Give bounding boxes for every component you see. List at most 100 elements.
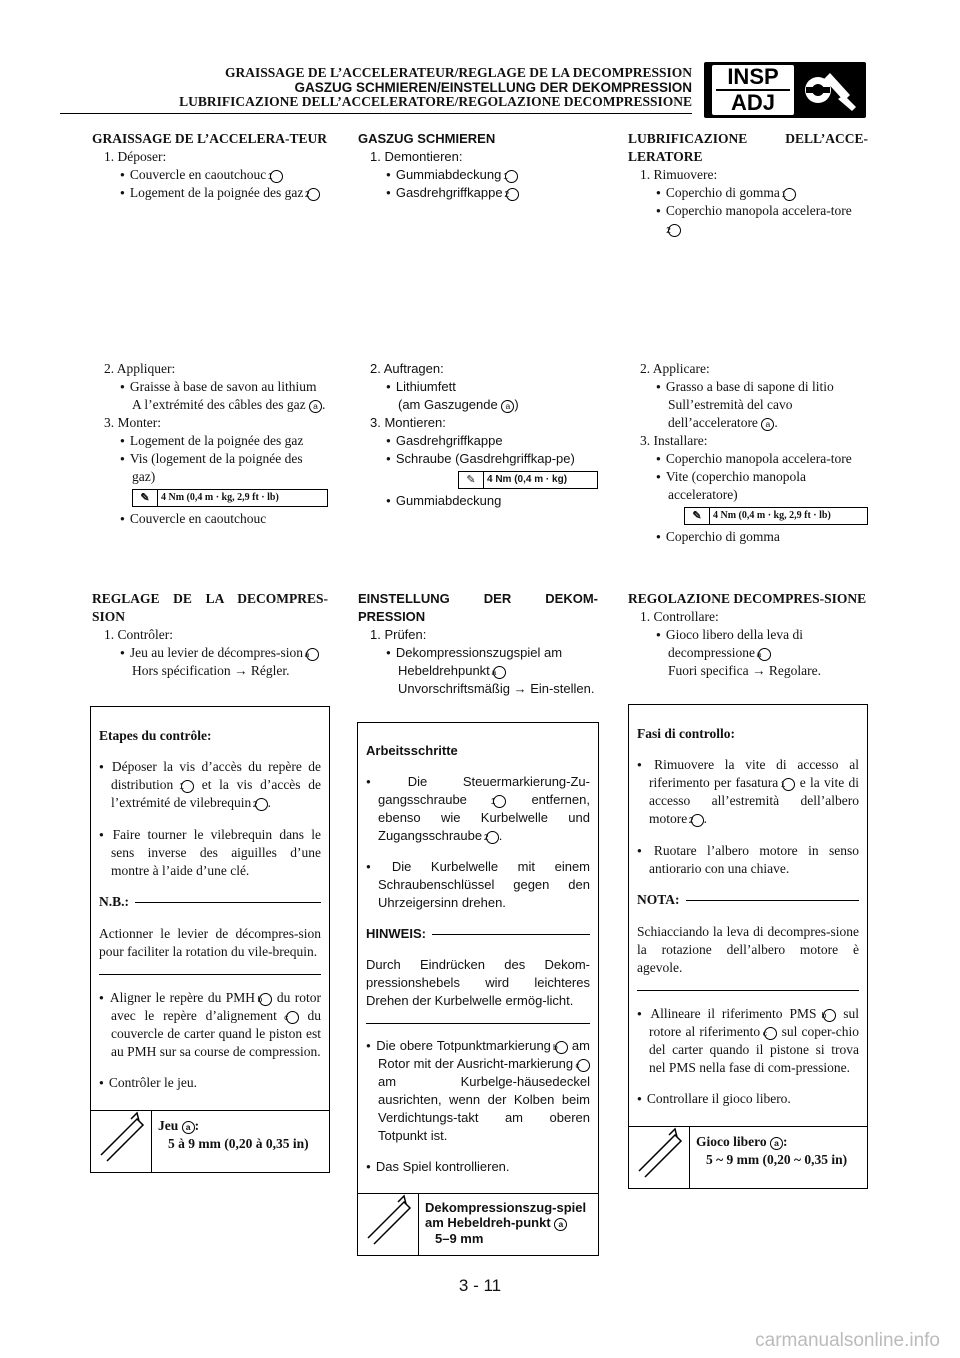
it-box-item: Controllare il gioco libero.	[637, 1090, 859, 1108]
it-section-lubrication: LUBRIFICAZIONE DELL’ACCE-LERATORE 1. Rim…	[628, 130, 868, 238]
fr-torque-spec: ✎4 Nm (0,4 m · kg, 2,9 ft · lb)	[132, 489, 328, 507]
de-bullet: Gasdrehgriffkappe 2	[358, 184, 598, 202]
fr-box-title: Etapes du contrôle:	[99, 727, 212, 743]
caliper-icon	[358, 1194, 419, 1255]
fr-step3: 3. Monter:	[104, 415, 161, 430]
de-box-item: Die Kurbelwelle mit einem Schraubenschlü…	[366, 858, 590, 912]
it-detail: Sull’estremità del cavo dell’accelerator…	[668, 397, 793, 431]
fr-spec: Jeu a:5 à 9 mm (0,20 à 0,35 in)	[91, 1109, 329, 1172]
fr-bullet: Logement de la poignée des gaz 2	[92, 184, 328, 202]
fr-check-box: Etapes du contrôle: Déposer la vis d’acc…	[90, 706, 330, 1173]
de-detail: Unvorschriftsmäßig → Ein-stellen.	[398, 681, 595, 696]
it-step3: 3. Installare:	[640, 433, 708, 448]
fr-title-lubrication: GRAISSAGE DE L’ACCELERA-TEUR	[92, 131, 328, 146]
fr-step1: 1. Déposer:	[104, 149, 167, 164]
torque-wrench-icon: ✎	[685, 508, 710, 524]
it-bullet: Coperchio manopola accelera-tore	[628, 450, 868, 468]
page-header: GRAISSAGE DE L’ACCELERATEUR/REGLAGE DE L…	[60, 65, 692, 114]
watermark: carmanualsonline.info	[755, 1330, 940, 1351]
de-note-text: Durch Eindrücken des Dekom-pressionshebe…	[366, 957, 590, 1008]
de-section-apply: 2. Auftragen: Lithiumfett (am Gaszugende…	[358, 360, 598, 510]
fr-bullet: Vis (logement de la poignée des gaz)	[92, 450, 328, 486]
it-step1: 1. Rimuovere:	[640, 167, 718, 182]
fr-note-text: Actionner le levier de décompres-sion po…	[99, 925, 321, 959]
caliper-icon	[91, 1110, 152, 1172]
fr-box-item: Contrôler le jeu.	[99, 1074, 321, 1092]
section-badge: INSP ADJ	[704, 62, 866, 118]
it-bullet: Grasso a base di sapone di litio	[628, 378, 868, 396]
de-detail: (am Gaszugende a)	[398, 397, 519, 413]
de-step2: 2. Auftragen:	[370, 361, 444, 376]
de-step3: 3. Montieren:	[370, 415, 446, 430]
fr-detail: Hors spécification → Régler.	[132, 663, 290, 678]
de-title-decomp: EINSTELLUNG DER DEKOM-PRESSION	[358, 591, 598, 624]
torque-wrench-icon: ✎	[459, 472, 484, 488]
page-number: 3 - 11	[458, 1276, 502, 1295]
de-bullet: Gummiabdeckung 1	[358, 166, 598, 184]
badge-insp: INSP	[716, 65, 790, 91]
de-check-box: Arbeitsschritte Die Steuermarkierung-Zu-…	[357, 722, 599, 1256]
fr-bullet: Couvercle en caoutchouc	[92, 510, 328, 528]
wrench-tools-icon	[805, 73, 856, 111]
de-bullet: Gummiabdeckung	[358, 492, 598, 510]
it-note-text: Schiacciando la leva di decompres-sione …	[637, 923, 859, 975]
caliper-icon	[629, 1126, 690, 1188]
it-bullet: Coperchio di gomma 1	[628, 184, 868, 202]
fr-detail: A l’extrémité des câbles des gaz a.	[132, 397, 326, 413]
header-line-it: LUBRIFICAZIONE DELL’ACCELERATORE/REGOLAZ…	[179, 94, 692, 109]
de-box-item: Die Steuermarkierung-Zu-gangsschraube 1 …	[366, 773, 590, 845]
it-bullet: Vite (coperchio manopola acceleratore)	[628, 468, 868, 504]
fr-spec-value: 5 à 9 mm (0,20 à 0,35 in)	[168, 1135, 309, 1151]
it-bullet: Coperchio di gomma	[628, 528, 868, 546]
header-line-fr: GRAISSAGE DE L’ACCELERATEUR/REGLAGE DE L…	[225, 65, 692, 80]
it-spec-value: 5 ~ 9 mm (0,20 ~ 0,35 in)	[706, 1151, 848, 1167]
de-spec: Dekompressionszug-spiel am Hebeldreh-pun…	[358, 1193, 598, 1255]
fr-step2: 2. Appliquer:	[104, 361, 176, 376]
torque-wrench-icon: ✎	[133, 490, 158, 506]
fr-note-label: N.B.:	[99, 893, 321, 911]
fr-section-decomp: REGLAGE DE LA DECOMPRES-SION 1. Contrôle…	[92, 590, 328, 680]
de-spec-value: 5–9 mm	[435, 1231, 484, 1246]
fr-bullet: Jeu au levier de décompres-sion a	[92, 644, 328, 662]
de-box-item: Die obere Totpunktmarkierung b am Rotor …	[366, 1037, 590, 1145]
de-box-title: Arbeitsschritte	[366, 743, 458, 758]
it-bullet: Coperchio manopola accelera-tore 2	[628, 202, 868, 238]
it-title-decomp: REGOLAZIONE DECOMPRES-SIONE	[628, 591, 867, 606]
it-torque-spec: ✎4 Nm (0,4 m · kg, 2,9 ft · lb)	[684, 507, 868, 525]
de-note-label: HINWEIS:	[366, 925, 590, 943]
de-bullet: Schraube (Gasdrehgriffkap-pe)	[358, 450, 598, 468]
it-section-apply: 2. Applicare: Grasso a base di sapone di…	[628, 360, 868, 546]
it-box-title: Fasi di controllo:	[637, 725, 736, 741]
it-step1b: 1. Controllare:	[640, 609, 719, 624]
badge-adj: ADJ	[730, 90, 775, 115]
it-note-label: NOTA:	[637, 891, 859, 909]
fr-bullet: Couvercle en caoutchouc 1	[92, 166, 328, 184]
it-step2: 2. Applicare:	[640, 361, 710, 376]
de-bullet: Lithiumfett	[358, 378, 598, 396]
fr-bullet: Graisse à base de savon au lithium	[92, 378, 328, 396]
header-line-de: GASZUG SCHMIEREN/EINSTELLUNG DER DEKOMPR…	[294, 79, 692, 95]
de-bullet: Gasdrehgriffkappe	[358, 432, 598, 450]
de-box-item: Das Spiel kontrollieren.	[366, 1158, 590, 1176]
fr-section-lubrication: GRAISSAGE DE L’ACCELERA-TEUR 1. Déposer:…	[92, 130, 328, 202]
it-check-box: Fasi di controllo: Rimuovere la vite di …	[628, 704, 868, 1189]
it-box-item: Rimuovere la vite di accesso al riferime…	[637, 756, 859, 828]
fr-box-item: Faire tourner le vilebrequin dans le sen…	[99, 826, 321, 880]
de-section-decomp: EINSTELLUNG DER DEKOM-PRESSION 1. Prüfen…	[358, 590, 598, 698]
fr-section-apply: 2. Appliquer: Graisse à base de savon au…	[92, 360, 328, 528]
it-box-item: Allineare il riferimento PMS b sul rotor…	[637, 1005, 859, 1077]
fr-box-item: Aligner le repère du PMH b du rotor avec…	[99, 989, 321, 1061]
de-step1b: 1. Prüfen:	[370, 627, 427, 642]
de-step1: 1. Demontieren:	[370, 149, 463, 164]
it-spec: Gioco libero a:5 ~ 9 mm (0,20 ~ 0,35 in)	[629, 1125, 867, 1188]
it-detail: Fuori specifica → Regolare.	[668, 663, 821, 678]
fr-step1b: 1. Contrôler:	[104, 627, 173, 642]
it-title-lubrication: LUBRIFICAZIONE DELL’ACCE-LERATORE	[628, 131, 868, 164]
fr-box-item: Déposer la vis d’accès du repère de dist…	[99, 758, 321, 812]
it-section-decomp: REGOLAZIONE DECOMPRES-SIONE 1. Controlla…	[628, 590, 868, 680]
fr-title-decomp: REGLAGE DE LA DECOMPRES-SION	[92, 591, 328, 624]
fr-bullet: Logement de la poignée des gaz	[92, 432, 328, 450]
it-box-item: Ruotare l’albero motore in senso antiora…	[637, 842, 859, 878]
it-bullet: Gioco libero della leva di decompression…	[628, 626, 868, 662]
de-torque-spec: ✎4 Nm (0,4 m · kg)	[458, 471, 598, 489]
